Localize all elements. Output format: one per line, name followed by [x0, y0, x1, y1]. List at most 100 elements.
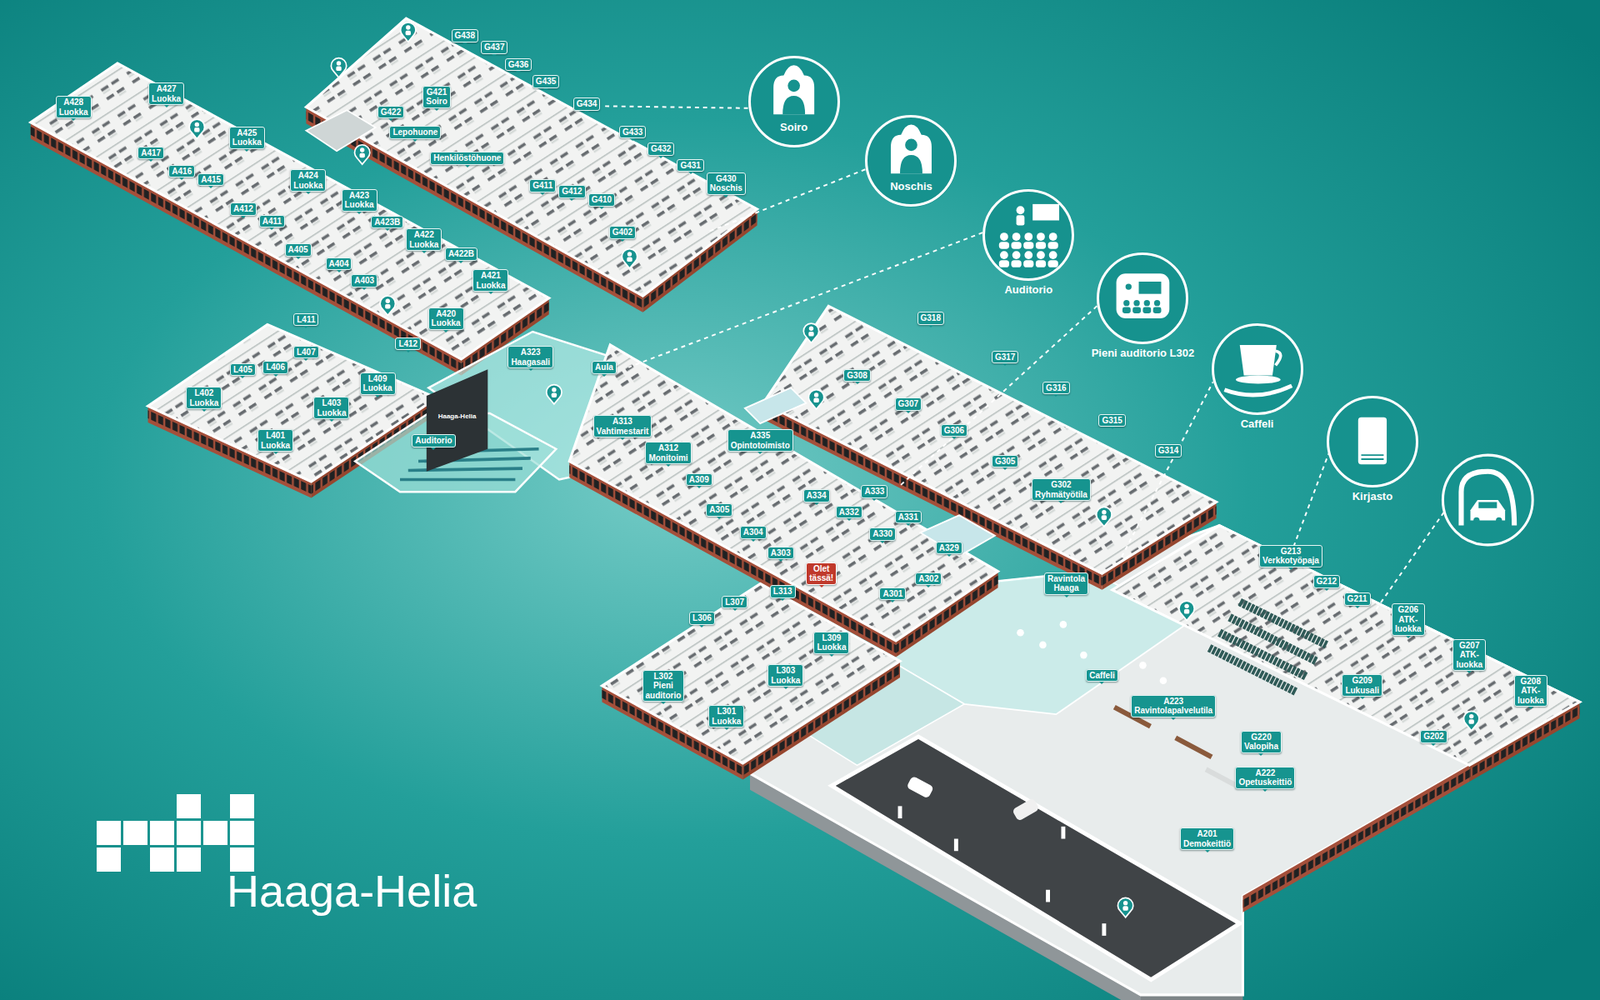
location-pin	[1096, 506, 1112, 526]
room-label: L409 Luokka	[363, 374, 393, 394]
room-label: L412	[398, 339, 418, 350]
room-label: L405	[233, 365, 253, 375]
location-pin	[189, 119, 205, 139]
logo-squares	[150, 847, 175, 872]
facility-icon	[1035, 260, 1046, 268]
restaurant-tables	[1205, 767, 1240, 790]
logo-squares	[96, 794, 255, 872]
room-label: G211	[1347, 594, 1368, 605]
room-label: A421 Luokka	[475, 270, 505, 290]
location-pin	[355, 145, 370, 165]
room-label: G308	[846, 370, 867, 381]
room-tag: A313 Vahtimestarit	[593, 415, 653, 438]
room-label: L406	[265, 362, 285, 373]
room-label: A333	[864, 486, 885, 497]
room-tag: Lepohuone	[389, 125, 441, 140]
room-tag: G305	[991, 455, 1019, 469]
location-pin	[380, 295, 395, 315]
facility-icon	[1240, 345, 1277, 376]
room-tag: G434	[573, 97, 600, 111]
leader-line	[628, 232, 983, 368]
restaurant-tables	[1060, 620, 1068, 629]
wing-floor	[30, 63, 550, 360]
wing-floor	[1112, 525, 1580, 766]
room-label: G208 ATK-luokka	[1517, 676, 1545, 706]
facility-icon	[1116, 273, 1170, 319]
room-label: A330	[872, 529, 893, 540]
room-label: A404	[329, 259, 350, 270]
facility-circle: Soiro	[748, 55, 840, 148]
room-label: Auditorio	[415, 435, 452, 446]
room-label: G318	[920, 313, 941, 324]
facility-icon	[890, 124, 932, 174]
facility-icon	[782, 95, 805, 115]
room-tag: L403 Luokka	[313, 396, 350, 420]
room-label: A222 Opetuskeittiö	[1238, 768, 1292, 788]
facility-icon	[1360, 455, 1384, 460]
room-tag: Henkilöstöhuone	[430, 151, 505, 165]
wing-floor	[30, 63, 550, 360]
logo-squares	[123, 820, 148, 845]
facility-icon	[1023, 241, 1034, 250]
room-label: A417	[140, 148, 161, 159]
facility-icon	[1016, 205, 1025, 215]
room-label: G437	[484, 42, 505, 53]
room-label: Aula	[595, 362, 614, 373]
room-label: Henkilöstöhuone	[433, 153, 501, 164]
facility-icon	[1000, 250, 1009, 260]
room-tag: G437	[480, 40, 508, 55]
room-tag: A421 Luokka	[472, 269, 509, 292]
logo-squares	[176, 794, 201, 819]
room-tag: G211	[1344, 592, 1371, 606]
facility-icon	[1125, 283, 1132, 290]
restaurant-tables	[1016, 620, 1240, 790]
parking-hall	[898, 805, 903, 819]
facility-icon	[999, 260, 1010, 268]
room-label: A303	[770, 548, 791, 559]
room-label: A416	[171, 166, 192, 177]
room-label: G202	[1423, 731, 1444, 742]
room-label: A312 Monitoimi	[648, 443, 688, 463]
room-tag: A415	[197, 173, 225, 187]
room-label: Caffeli	[1089, 670, 1115, 681]
facility-icon	[1122, 307, 1131, 314]
room-label: A412	[233, 204, 254, 215]
room-tag: A333	[860, 485, 888, 499]
facility-icon	[1132, 307, 1141, 314]
room-tag: L309 Luokka	[813, 631, 850, 655]
room-label: G220 Valopiha	[1244, 732, 1279, 752]
room-tag: L412	[395, 337, 421, 351]
facility-icon	[1133, 300, 1140, 306]
room-tag: G318	[917, 311, 945, 325]
room-label: G421 Soiro	[425, 87, 448, 107]
room-label: G314	[1158, 445, 1179, 456]
room-label: L309 Luokka	[816, 633, 846, 653]
restaurant-tables	[1174, 735, 1213, 760]
room-label: G434	[576, 99, 597, 110]
room-label: A334	[806, 490, 827, 501]
circle-outline	[748, 55, 840, 148]
facility-icon	[1224, 385, 1292, 395]
leader-line	[900, 305, 1097, 486]
room-label: G315	[1101, 415, 1122, 426]
room-label: A423B	[374, 217, 400, 228]
room-label: G206 ATK-luokka	[1395, 605, 1422, 635]
circle-outline	[865, 115, 957, 207]
facility-label: Pieni auditorio L302	[1088, 346, 1197, 360]
room-tag: G412	[558, 185, 585, 199]
room-tag: A405	[285, 243, 312, 257]
location-pin	[330, 58, 346, 78]
room-tag: Caffeli	[1085, 669, 1119, 683]
facility-icon	[1010, 241, 1021, 250]
room-label: A305	[709, 505, 730, 515]
facility-icon	[1153, 307, 1162, 314]
facility-circle-fill	[865, 115, 957, 207]
room-label: G432	[650, 144, 671, 155]
restaurant-tables	[1039, 641, 1047, 650]
facility-icon	[1036, 232, 1045, 241]
room-label: G402	[612, 227, 633, 238]
room-tag: A331	[895, 510, 922, 525]
room-tag: G432	[647, 142, 675, 156]
logo-squares	[230, 820, 255, 845]
